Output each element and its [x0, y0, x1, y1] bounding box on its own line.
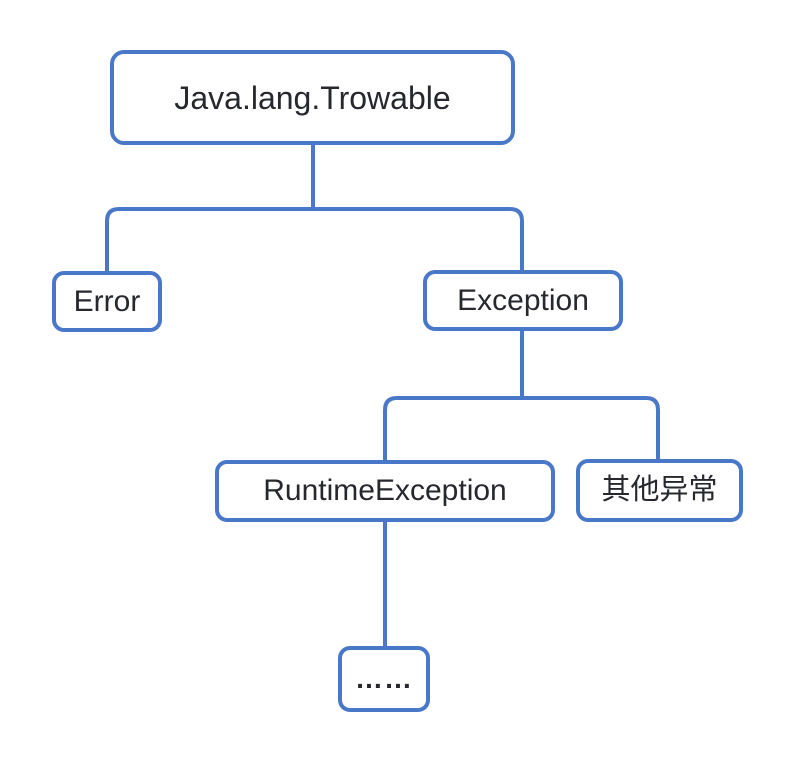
node-runtime-exception: RuntimeException: [215, 460, 555, 522]
connector-throwable-children-rail: [105, 207, 524, 272]
node-ellipsis: ……: [338, 646, 430, 712]
node-other-exception: 其他异常: [576, 459, 743, 522]
node-exception: Exception: [423, 270, 623, 331]
node-throwable: Java.lang.Trowable: [110, 50, 515, 145]
node-error: Error: [52, 271, 162, 332]
connector-exception-children-rail: [383, 396, 660, 461]
